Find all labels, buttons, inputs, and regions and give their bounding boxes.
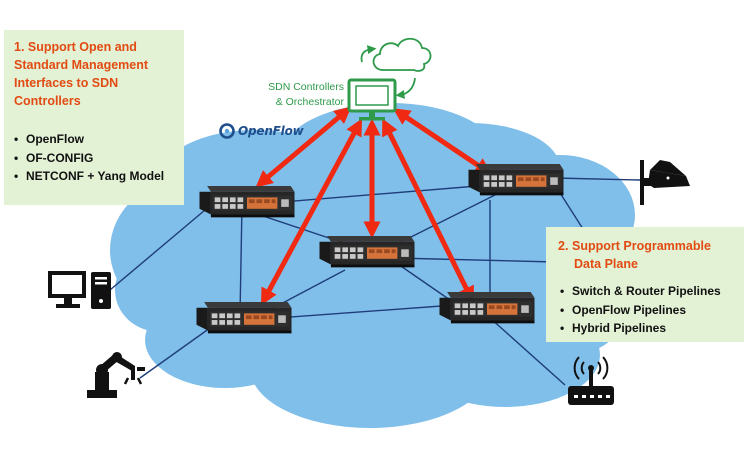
wifi-router-icon	[568, 356, 614, 405]
link-sw1-sw4	[239, 204, 243, 316]
surveillance-camera-icon	[640, 160, 690, 205]
list-item: Hybrid Pipelines	[558, 319, 738, 338]
callout-dataplane-list: Switch & Router Pipelines OpenFlow Pipel…	[558, 282, 738, 338]
controller-label-line1: SDN Controllers	[268, 81, 344, 93]
network-switch-icon	[439, 292, 535, 324]
callout-dataplane-heading: 2.Support Programmable Data Plane	[558, 237, 738, 273]
link-sw4-robot	[139, 327, 211, 379]
pc-tower-icon	[48, 271, 111, 309]
monitor-icon	[347, 78, 397, 121]
controller-label: SDN Controllers & Orchestrator	[252, 80, 344, 110]
heading-number: 2.	[558, 239, 569, 253]
arrow-to-sw4	[260, 118, 363, 306]
heading-line: Interfaces to SDN	[14, 76, 119, 90]
controller-label-line2: & Orchestrator	[275, 96, 344, 108]
callout-management-heading: 1. Support Open and Standard Management …	[12, 38, 178, 110]
heading-line: Standard Management	[14, 58, 149, 72]
control-arrows	[255, 106, 493, 306]
link-sw5-router	[489, 317, 566, 386]
controller-group	[347, 37, 432, 121]
robot-arm-icon	[87, 352, 145, 398]
list-item: OpenFlow Pipelines	[558, 301, 738, 320]
cloud-icon	[372, 37, 432, 72]
heading-line: Controllers	[14, 94, 81, 108]
network-switch-icon	[468, 164, 564, 196]
network-switch-icon	[196, 302, 292, 334]
link-sw2-camera	[554, 177, 641, 181]
list-item: NETCONF + Yang Model	[12, 167, 178, 186]
callout-management-interfaces: 1. Support Open and Standard Management …	[4, 30, 184, 205]
heading-line: Data Plane	[574, 257, 638, 271]
heading-line: 1. Support Open and	[14, 40, 137, 54]
link-sw1-pc	[109, 209, 206, 291]
network-switch-icon	[199, 186, 295, 218]
list-item: OF-CONFIG	[12, 149, 178, 168]
arrow-to-sw2	[392, 108, 493, 175]
heading-line: Support Programmable	[572, 239, 711, 253]
list-item: OpenFlow	[12, 130, 178, 149]
callout-programmable-data-plane: 2.Support Programmable Data Plane Switch…	[546, 227, 744, 342]
list-item: Switch & Router Pipelines	[558, 282, 738, 301]
openflow-logo-text: OpenFlow	[238, 124, 304, 138]
openflow-logo-icon	[219, 123, 235, 139]
openflow-logo: OpenFlow	[219, 122, 304, 140]
callout-management-list: OpenFlow OF-CONFIG NETCONF + Yang Model	[12, 130, 178, 186]
network-switch-icon	[319, 236, 415, 268]
